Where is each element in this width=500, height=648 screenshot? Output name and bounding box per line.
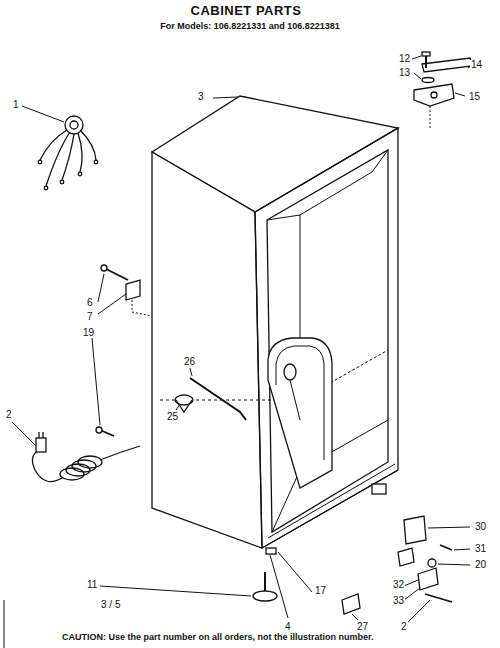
callout-number: 13 xyxy=(398,68,411,78)
callout-number: 2 xyxy=(400,622,408,632)
callout-number: 15 xyxy=(468,92,481,102)
cabinet-front-frame xyxy=(255,128,398,548)
model-numbers: For Models: 106.8221331 and 106.8221381 xyxy=(160,22,340,31)
power-cord xyxy=(12,422,140,482)
cabinet-opening xyxy=(267,150,388,532)
callout-number: 25 xyxy=(166,412,179,422)
leveling-foot xyxy=(100,548,312,618)
callout-number: 4 xyxy=(284,622,292,632)
drain-hole xyxy=(284,364,296,380)
caution-note: CAUTION: Use the part number on all orde… xyxy=(62,633,374,642)
page-title: CABINET PARTS xyxy=(191,4,302,17)
callout-number: 30 xyxy=(474,522,487,532)
callout-number: 7 xyxy=(86,312,94,322)
control-switch xyxy=(38,116,98,190)
cabinet-side xyxy=(152,152,262,548)
hinge-plate xyxy=(342,594,360,614)
cabinet-liner xyxy=(160,150,388,532)
callout-number: 3 / 5 xyxy=(100,600,121,610)
top-hinge xyxy=(412,52,473,128)
callout-number: 2 xyxy=(5,410,13,420)
callout-number: 6 xyxy=(86,298,94,308)
screw-and-clip xyxy=(98,265,152,316)
callout-number: 11 xyxy=(86,580,98,590)
callout-number: 19 xyxy=(82,328,95,338)
callout-number: 32 xyxy=(392,580,405,590)
evaporator-recess xyxy=(276,346,324,460)
callout-number: 26 xyxy=(183,357,196,367)
bottom-hinge xyxy=(342,484,470,622)
callout-number: 20 xyxy=(474,560,487,570)
callout-number: 12 xyxy=(398,54,411,64)
callout-number: 31 xyxy=(474,544,487,554)
callout-number: 17 xyxy=(314,586,327,596)
evaporator-cover xyxy=(268,338,332,488)
callout-number: 1 xyxy=(12,100,20,110)
callout-number: 27 xyxy=(356,622,369,632)
callout-number: 3 xyxy=(197,92,205,102)
callout-number: 14 xyxy=(470,60,483,70)
callout-number: 33 xyxy=(392,596,405,606)
drain-tube xyxy=(190,378,246,420)
